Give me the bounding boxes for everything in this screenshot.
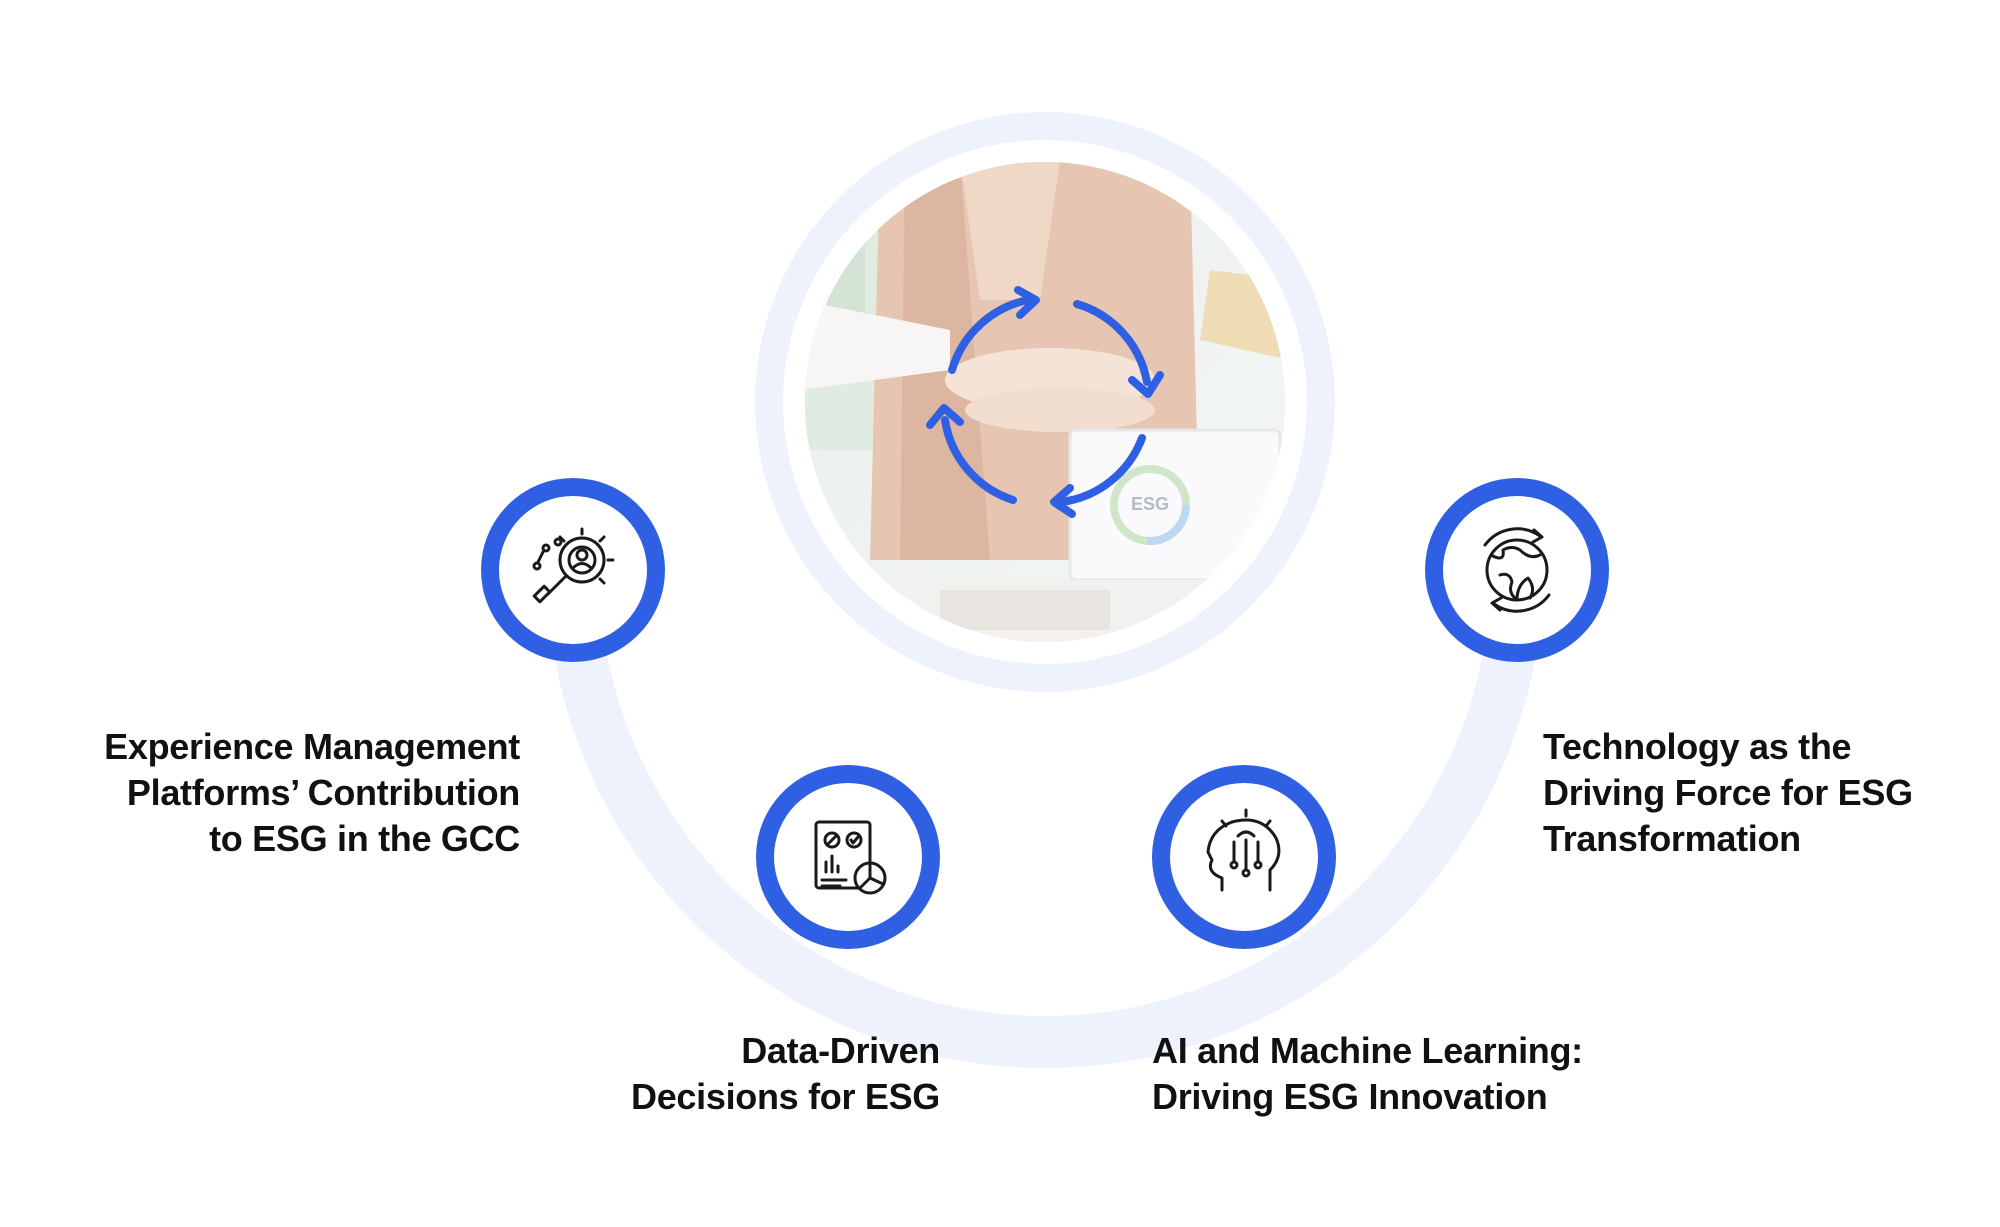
label-ai-line-1: AI and Machine Learning: xyxy=(1152,1030,1583,1071)
connector-arc xyxy=(547,544,1543,1068)
label-technology-line-3: Transformation xyxy=(1543,818,1801,859)
label-experience-line-3: to ESG in the GCC xyxy=(209,818,520,859)
node-experience xyxy=(481,478,665,662)
label-ai: AI and Machine Learning: Driving ESG Inn… xyxy=(1152,1028,1583,1120)
label-experience-line-2: Platforms’ Contribution xyxy=(126,772,520,813)
label-technology-line-1: Technology as the xyxy=(1543,726,1852,767)
label-data: Data-Driven Decisions for ESG xyxy=(631,1028,940,1120)
node-data xyxy=(756,765,940,949)
globe-leaf-cycle-icon xyxy=(1483,527,1551,613)
magnifier-gear-person-icon xyxy=(532,527,615,604)
label-experience-line-1: Experience Management xyxy=(104,726,520,767)
label-experience: Experience Management Platforms’ Contrib… xyxy=(104,724,520,862)
node-technology xyxy=(1425,478,1609,662)
node-ai xyxy=(1152,765,1336,949)
label-data-line-1: Data-Driven xyxy=(741,1030,940,1071)
label-data-line-2: Decisions for ESG xyxy=(631,1076,940,1117)
esg-badge: ESG xyxy=(1131,494,1169,514)
report-chart-icon xyxy=(814,820,887,895)
head-circuit-gear-icon xyxy=(1206,808,1281,892)
cycle-arrows-icon xyxy=(926,286,1164,518)
label-ai-line-2: Driving ESG Innovation xyxy=(1152,1076,1548,1117)
label-technology-line-2: Driving Force for ESG xyxy=(1543,772,1913,813)
label-technology: Technology as the Driving Force for ESG … xyxy=(1543,724,1913,862)
